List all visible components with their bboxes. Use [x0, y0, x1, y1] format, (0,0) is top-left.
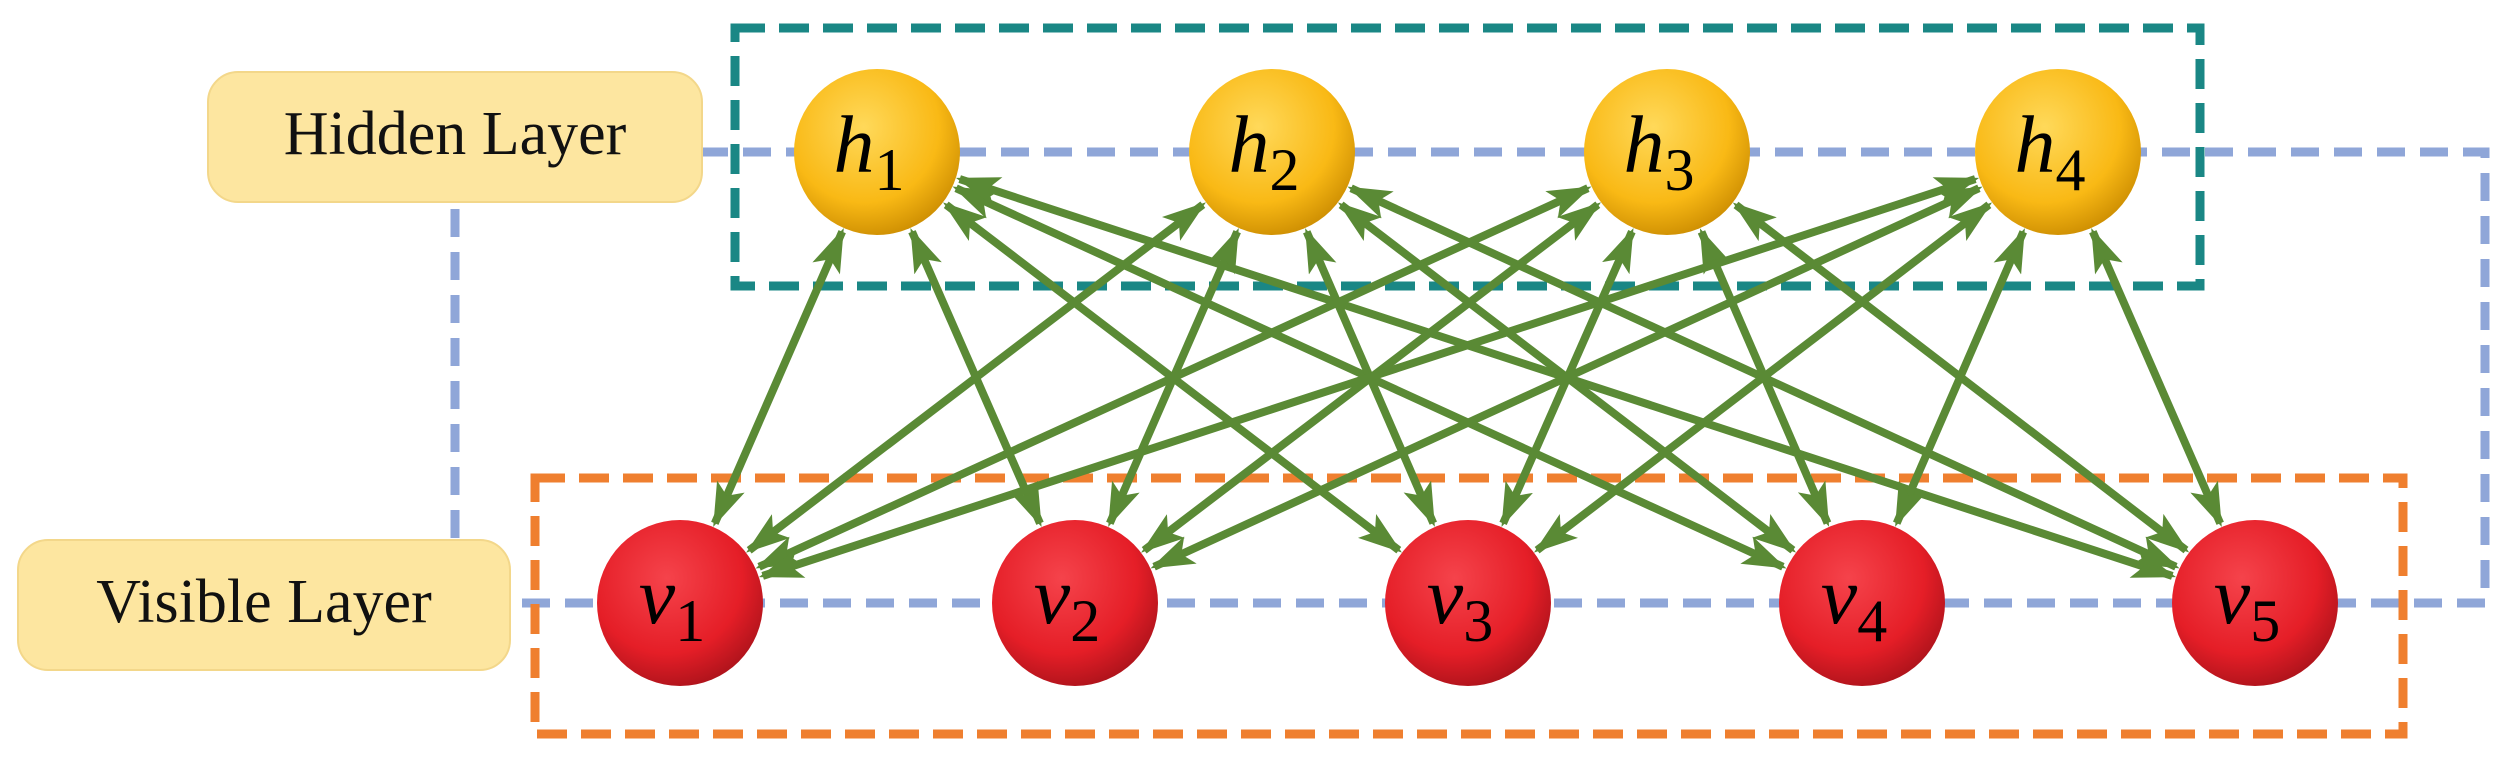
- hidden-node-h3: h3: [1584, 69, 1750, 235]
- visible-node-symbol: v: [1821, 550, 1858, 641]
- visible-node-index: 4: [1857, 588, 1887, 654]
- hidden-node-h2: h2: [1189, 69, 1355, 235]
- visible-node-symbol: v: [639, 550, 676, 641]
- visible-node-v2: v2: [992, 520, 1158, 686]
- hidden-node-label: h1: [834, 99, 905, 203]
- edge-h4-v3: [1533, 201, 1993, 554]
- visible-node-index: 2: [1070, 588, 1100, 654]
- edge-h4-v5: [2089, 228, 2224, 527]
- visible-node-circle: [2172, 520, 2338, 686]
- visible-node-label: v4: [1821, 550, 1887, 654]
- hidden-node-label: h2: [1229, 99, 1300, 203]
- guide-line: [450, 147, 2490, 608]
- visible-node-v3: v3: [1385, 520, 1551, 686]
- hidden-node-symbol: h: [2015, 99, 2056, 190]
- hidden-node-label: h3: [1624, 99, 1695, 203]
- edge-h4-v1: [758, 175, 1980, 580]
- visible-node-label: v3: [1427, 550, 1493, 654]
- hidden-node-index: 1: [875, 137, 905, 203]
- edge-group: [711, 175, 2224, 580]
- hidden-node-symbol: h: [834, 99, 875, 190]
- hidden-node-h1: h1: [794, 69, 960, 235]
- visible-layer-label-text: Visible Layer: [96, 568, 432, 636]
- hidden-node-circle: [1975, 69, 2141, 235]
- hidden-node-circle: [1189, 69, 1355, 235]
- visible-layer-label: Visible Layer: [17, 539, 511, 671]
- edge-h4-v4: [1893, 228, 2027, 527]
- hidden-node-h4: h4: [1975, 69, 2141, 235]
- hidden-node-symbol: h: [1624, 99, 1665, 190]
- visible-node-index: 5: [2250, 588, 2280, 654]
- hidden-node-index: 4: [2056, 137, 2086, 203]
- visible-node-v4: v4: [1779, 520, 1945, 686]
- hidden-node-index: 3: [1665, 137, 1695, 203]
- visible-node-circle: [992, 520, 1158, 686]
- visible-node-circle: [1385, 520, 1551, 686]
- hidden-node-circle: [1584, 69, 1750, 235]
- visible-node-v5: v5: [2172, 520, 2338, 686]
- hidden-layer-label: Hidden Layer: [207, 71, 703, 203]
- visible-node-label: v1: [639, 550, 705, 654]
- visible-node-label: v5: [2214, 550, 2280, 654]
- hidden-layer-label-text: Hidden Layer: [284, 100, 627, 168]
- visible-node-circle: [1779, 520, 1945, 686]
- hidden-node-label: h4: [2015, 99, 2086, 203]
- edge-h2-v1: [746, 201, 1206, 554]
- hidden-node-circle: [794, 69, 960, 235]
- visible-node-label: v2: [1034, 550, 1100, 654]
- hidden-node-index: 2: [1270, 137, 1300, 203]
- edge-h4-v2: [1150, 184, 1983, 571]
- visible-node-circle: [597, 520, 763, 686]
- hidden-node-symbol: h: [1229, 99, 1270, 190]
- visible-node-index: 1: [675, 588, 705, 654]
- visible-node-index: 3: [1463, 588, 1493, 654]
- visible-node-v1: v1: [597, 520, 763, 686]
- visible-node-symbol: v: [1034, 550, 1071, 641]
- hidden-layer-frame: [730, 23, 2205, 291]
- visible-node-symbol: v: [2214, 550, 2251, 641]
- visible-node-symbol: v: [1427, 550, 1464, 641]
